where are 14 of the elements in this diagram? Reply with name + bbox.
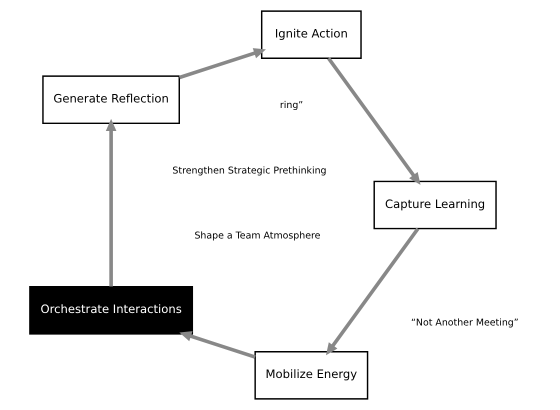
arrow	[326, 228, 420, 356]
label: Strengthen Strategic Prethinking	[172, 165, 327, 176]
label: “Not Another Meeting”	[411, 318, 519, 329]
node-box: Capture Learning	[373, 180, 497, 230]
node-box: Mobilize Energy	[254, 351, 368, 400]
node-box: Generate Reflection	[42, 75, 180, 124]
arrow	[106, 118, 116, 287]
node-box: Orchestrate Interactions	[29, 286, 194, 335]
arrow	[178, 48, 266, 80]
label: Shape a Team Atmosphere	[194, 230, 320, 242]
node-box: Ignite Action	[260, 10, 362, 59]
arrow	[327, 57, 421, 185]
arrow	[179, 331, 256, 359]
label: ring”	[280, 100, 304, 112]
